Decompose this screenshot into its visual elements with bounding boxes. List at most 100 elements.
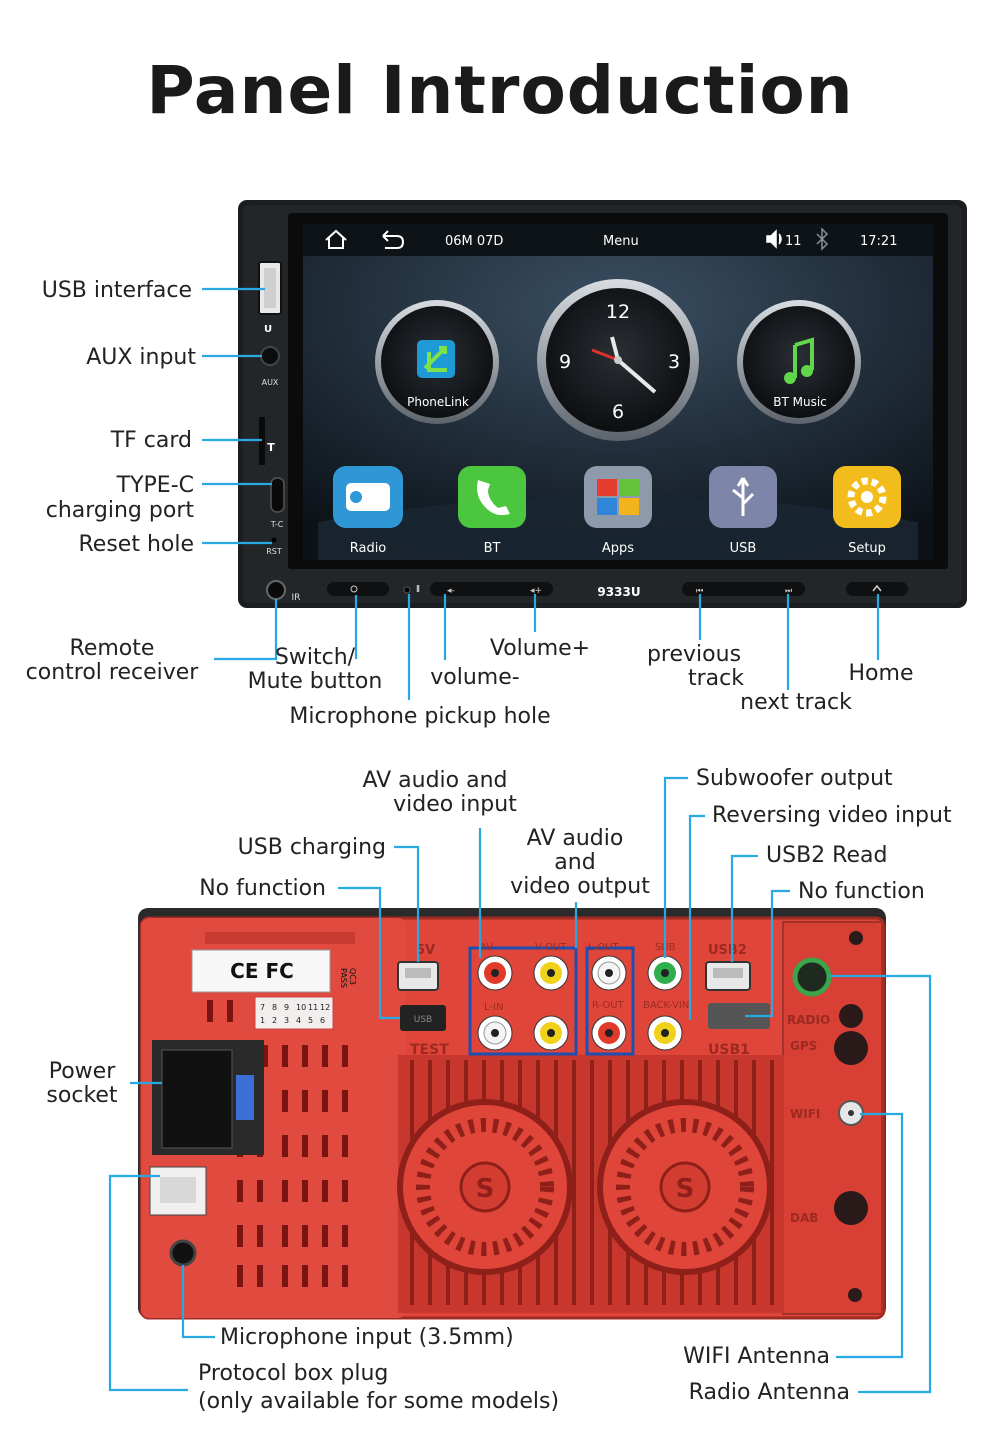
clock-3: 3 [668,351,680,373]
music-note-icon [793,337,814,378]
rca-yellow-reversing[interactable] [647,1015,683,1051]
pin-number: 3 [284,1016,289,1025]
label-previous-2: track [688,666,744,691]
type-c-port[interactable] [270,477,285,513]
cert-marks: CE FC [230,959,294,983]
label-av-out-3: video output [510,874,650,899]
pin-number: 5 [308,1016,313,1025]
label-protocol-1: Protocol box plug [198,1361,389,1386]
app-setup[interactable]: Setup [833,466,901,556]
app-apps[interactable]: Apps [584,466,652,556]
radio-antenna-socket[interactable] [792,957,832,997]
radio-icon [346,483,390,511]
clock-second-hand [591,348,619,362]
previous-track-icon[interactable]: ⏮ [696,586,703,595]
app-usb[interactable]: USB [709,466,777,556]
clock-12: 12 [606,301,630,323]
front-leader-lines [202,287,880,700]
pin-sticker [254,996,334,1030]
label-typec-2: charging port [45,498,194,523]
certification-sticker [191,949,331,993]
status-menu[interactable]: Menu [603,234,639,249]
phonelink-widget[interactable]: PhoneLink [375,300,499,424]
home-icon[interactable] [325,229,347,249]
label-power-2: socket [46,1083,118,1108]
bluetooth-icon [816,227,829,251]
label-mic-input: Microphone input (3.5mm) [220,1325,514,1350]
rca-green-subwoofer[interactable] [647,955,683,991]
pin-number: 12 [320,1003,330,1012]
mark-v-out: V-OUT [535,942,567,953]
app-radio-label: Radio [350,541,387,556]
home-button[interactable] [846,582,908,596]
mark-gps: GPS [790,1039,817,1053]
rca-red-av-in[interactable] [477,955,513,991]
next-track-icon[interactable]: ⏭ [785,586,792,595]
mark-dab: DAB [790,1211,818,1225]
pin-number: 6 [320,1016,325,1025]
bt-music-label: BT Music [773,395,827,409]
clock-9: 9 [559,351,571,373]
mark-wifi: WIFI [790,1107,820,1121]
phone-icon [477,480,510,516]
label-usb-interface: USB interface [41,278,192,303]
mark-test: TEST [410,1042,449,1058]
pin-number: 4 [296,1016,301,1025]
mark-usb1: USB1 [708,1042,750,1058]
track-rocker[interactable] [682,582,805,596]
rca-red-r-out[interactable] [591,1015,627,1051]
pass-mark: PASS [339,968,348,988]
bt-music-widget[interactable]: BT Music [737,300,861,424]
ir-receiver [266,580,286,600]
app-bt[interactable]: BT [458,466,526,556]
label-av-in-1: AV audio and [362,768,508,793]
label-tf-card: TF card [110,428,192,453]
pin-number: 1 [260,1016,265,1025]
mark-av-in-top: AV [480,942,493,953]
label-wifi-antenna: WIFI Antenna [683,1344,830,1369]
back-icon[interactable] [382,230,405,249]
microphone-hole [403,586,411,594]
microphone-input-jack[interactable] [169,1239,197,1267]
rca-white-l-in[interactable] [477,1015,513,1051]
fan-left: S [397,1099,573,1275]
label-subwoofer: Subwoofer output [696,766,893,791]
label-aux-input: AUX input [86,345,196,370]
label-radio-antenna: Radio Antenna [688,1380,850,1405]
volume-plus-icon[interactable]: ◂+ [530,586,542,596]
rca-yellow-v-out[interactable] [533,955,569,991]
label-microphone-hole: Microphone pickup hole [289,704,551,729]
rca-white-l-out[interactable] [591,955,627,991]
mark-rst: RST [266,547,282,556]
volume-minus-icon[interactable]: ◂- [447,586,455,596]
volume-rocker[interactable] [430,582,553,596]
rca-yellow-av-in[interactable] [533,1015,569,1051]
phonelink-icon [423,346,447,372]
label-av-in-2: video input [393,792,517,817]
app-radio[interactable]: Radio [333,466,403,556]
clock-widget: 12 3 6 9 [537,279,699,441]
label-no-function-left: No function [199,876,326,901]
label-previous-1: previous [646,642,742,667]
label-reversing: Reversing video input [712,803,952,828]
label-power-1: Power [48,1059,116,1084]
usb-icon [732,477,755,516]
mark-usb: USB [414,1015,432,1025]
label-reset-hole: Reset hole [78,532,195,557]
page-title: Panel Introduction [146,52,854,129]
mark-aux: AUX [262,378,279,387]
switch-mute-button[interactable] [327,582,389,596]
clock-minute-hand [616,358,657,394]
label-no-function-right: No function [798,879,925,904]
clock-6: 6 [612,401,624,423]
mark-r-out: R-OUT [592,1000,625,1011]
label-home: Home [848,661,914,686]
back-leader-lines [108,776,932,1394]
front-panel: 06M 07D Menu 11 17:21 PhoneLink 12 3 6 9 [238,200,967,608]
reset-hole[interactable] [271,537,277,543]
volume-icon[interactable] [766,229,782,249]
aux-jack[interactable] [260,346,280,366]
